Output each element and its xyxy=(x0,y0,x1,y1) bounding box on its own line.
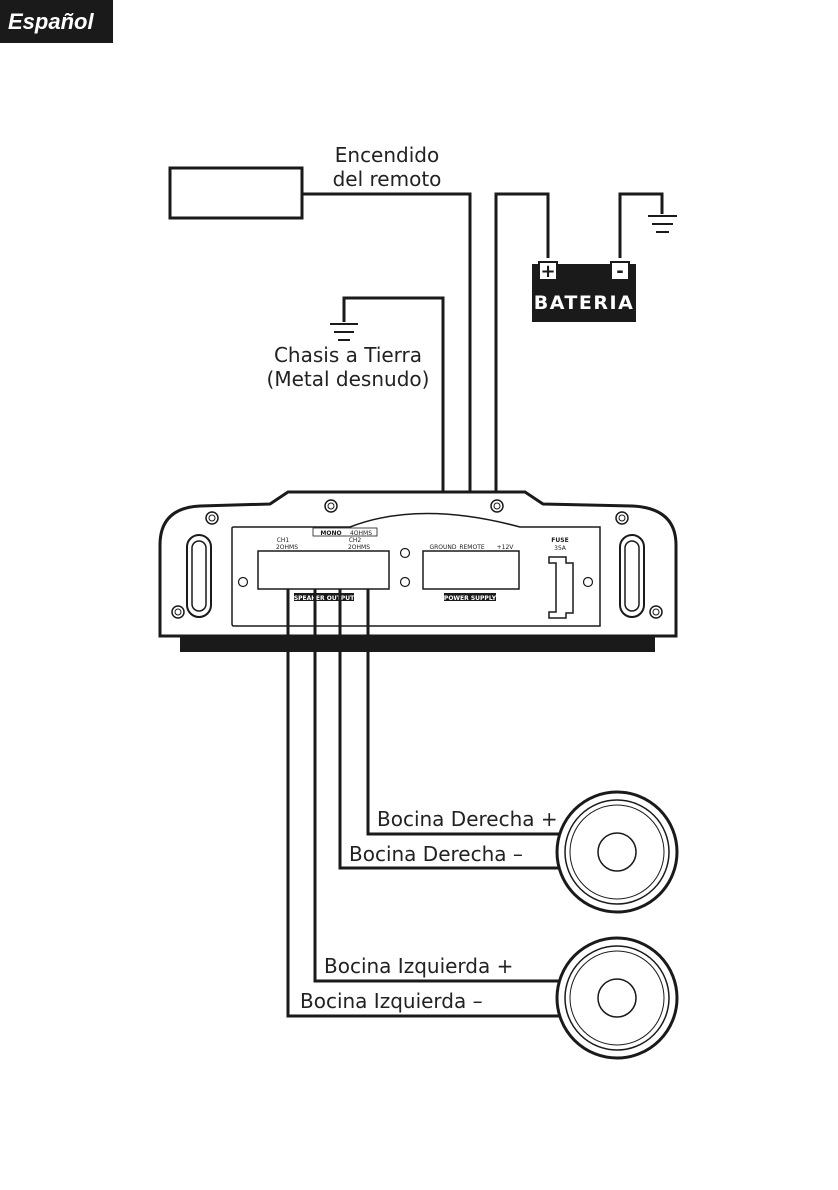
battery-negative-wire xyxy=(620,194,662,258)
plus12v-terminal-label: +12V xyxy=(497,544,515,551)
battery: + - BATERIA xyxy=(532,261,636,322)
right-negative-label: Bocina Derecha – xyxy=(349,842,523,866)
remote-label-line1: Encendido xyxy=(335,143,439,167)
battery-minus-sign: - xyxy=(616,261,623,282)
ch2-label: CH2 xyxy=(349,537,362,544)
mono-ohm-label: 4OHMS xyxy=(350,530,372,537)
fuse-label: FUSE xyxy=(551,537,568,544)
battery-ground-symbol xyxy=(648,216,677,232)
battery-plus-sign: + xyxy=(540,261,555,282)
fuse-rating-label: 35A xyxy=(554,545,567,552)
remote-terminal-label: REMOTE xyxy=(459,544,485,551)
ground-label-line1: Chasis a Tierra xyxy=(274,343,422,367)
remote-label-line2: del remoto xyxy=(333,167,442,191)
head-unit-box xyxy=(170,168,302,218)
amplifier: MONO 4OHMS CH1 CH2 2OHMS 2OHMS SPEAKER O… xyxy=(160,492,676,652)
ground-terminal-label: GROUND xyxy=(429,544,456,551)
left-speaker xyxy=(557,938,677,1058)
left-negative-wire xyxy=(288,589,560,1016)
chassis-ground-symbol xyxy=(330,324,358,340)
left-negative-label: Bocina Izquierda – xyxy=(300,989,483,1013)
power-supply-label: POWER SUPPLY xyxy=(444,595,497,602)
left-positive-label: Bocina Izquierda + xyxy=(324,954,513,978)
ch2-ohm-label: 2OHMS xyxy=(348,544,370,551)
ch1-ohm-label: 2OHMS xyxy=(276,544,298,551)
speaker-output-label: SPEAKER OUTPUT xyxy=(294,595,355,602)
right-speaker xyxy=(557,792,677,912)
battery-label: BATERIA xyxy=(534,292,635,314)
ch1-label: CH1 xyxy=(277,537,290,544)
right-positive-label: Bocina Derecha + xyxy=(377,807,558,831)
ground-label-line2: (Metal desnudo) xyxy=(267,367,430,391)
mono-label: MONO xyxy=(320,530,341,537)
